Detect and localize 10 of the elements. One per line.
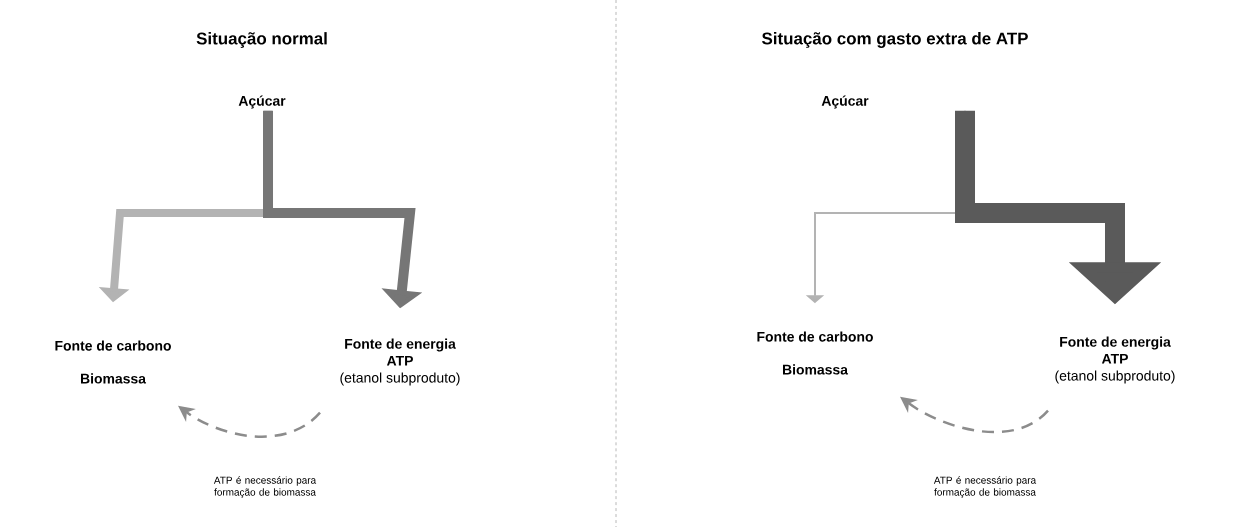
node-text: Fonte de energia ATP (etanol subproduto)	[1055, 336, 1175, 384]
node-text: Fonte de energia ATP (etanol subproduto)	[340, 338, 460, 386]
heading: Situação normal	[196, 32, 327, 48]
heading: Situação com gasto extra de ATP	[762, 32, 1028, 48]
edge-label: ATP é necessário para formação de biomassa	[933, 476, 1037, 498]
node-text: Açúcar	[821, 95, 869, 109]
edge-label: ATP é necessário para formação de biomassa	[213, 476, 317, 498]
node-text: Açúcar	[238, 95, 286, 109]
node-text: Fonte de carbono Biomassa	[55, 340, 171, 384]
node-text: Fonte de carbono Biomassa	[757, 331, 873, 375]
